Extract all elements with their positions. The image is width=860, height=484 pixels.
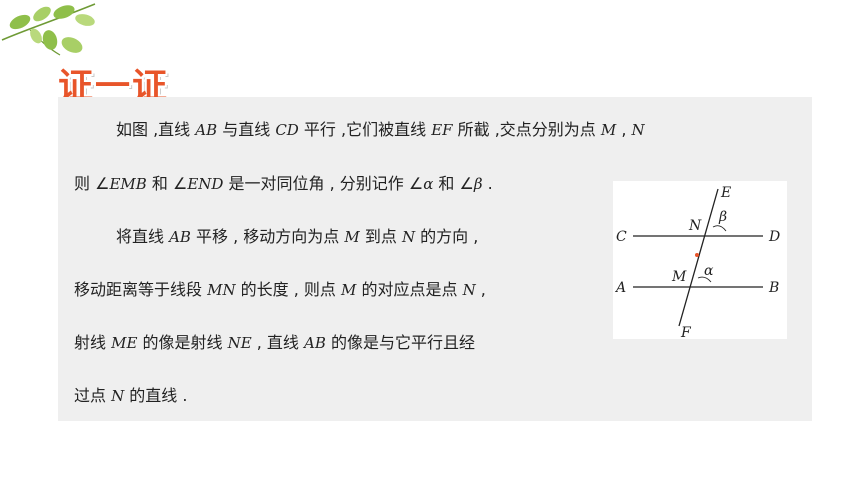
text-run: 是一对同位角 , 分别记作 ∠ <box>223 174 424 193</box>
math-symbol: CD <box>275 121 299 139</box>
text-run: 将直线 <box>116 227 170 246</box>
paragraph-line-6: 过点 N 的直线 . <box>74 386 187 406</box>
leaf-decoration-icon <box>1 3 96 56</box>
label-f: F <box>680 325 692 339</box>
label-e: E <box>720 185 731 201</box>
label-alpha: α <box>704 263 714 279</box>
math-symbol: AB <box>195 121 218 139</box>
text-run: 移动距离等于线段 <box>74 280 208 299</box>
math-symbol: EF <box>431 121 453 139</box>
text-run: 则 ∠ <box>74 174 110 193</box>
paragraph-line-4: 移动距离等于线段 MN 的长度 , 则点 M 的对应点是点 N , <box>74 280 486 300</box>
math-symbol: ME <box>111 334 138 352</box>
line-ef <box>678 188 719 327</box>
label-a: A <box>614 280 626 296</box>
text-run: 到点 <box>359 227 402 246</box>
math-symbol: M <box>344 228 360 246</box>
angle-beta-arc <box>712 225 727 232</box>
midpoint-dot <box>695 253 699 257</box>
label-d: D <box>768 229 780 245</box>
geometry-figure: C D A B E F N M β α <box>613 181 787 341</box>
text-run: 射线 <box>74 333 112 352</box>
text-run: , <box>475 280 486 299</box>
math-symbol: N <box>462 281 476 299</box>
math-symbol: NE <box>227 334 252 352</box>
paragraph-line-2: 则 ∠EMB 和 ∠END 是一对同位角 , 分别记作 ∠α 和 ∠β . <box>74 174 493 194</box>
label-m: M <box>671 269 687 285</box>
text-run: . <box>482 174 493 193</box>
text-run: 的像是与它平行且经 <box>325 333 475 352</box>
text-run: 平行 ,它们被直线 <box>298 120 432 139</box>
text-run: 的像是射线 <box>137 333 228 352</box>
text-run: , <box>616 120 632 139</box>
math-symbol: EMB <box>109 175 147 193</box>
text-run: 的长度 , 则点 <box>235 280 342 299</box>
text-run: 所截 ,交点分别为点 <box>452 120 601 139</box>
math-symbol: N <box>401 228 416 246</box>
math-symbol: α <box>423 175 434 193</box>
text-run: 平移 , 移动方向为点 <box>190 227 345 246</box>
math-symbol: AB <box>304 334 326 352</box>
paragraph-line-1: 如图 ,直线 AB 与直线 CD 平行 ,它们被直线 EF 所截 ,交点分别为点… <box>116 120 645 140</box>
text-run: 过点 <box>74 386 112 405</box>
label-n: N <box>688 218 702 234</box>
text-run: 和 ∠ <box>433 174 474 193</box>
text-run: , 直线 <box>251 333 305 352</box>
angle-alpha-arc <box>697 276 712 283</box>
text-run: 的直线 . <box>124 386 188 405</box>
paragraph-line-3: 将直线 AB 平移 , 移动方向为点 M 到点 N 的方向 , <box>116 227 478 247</box>
math-symbol: β <box>473 175 483 193</box>
paragraph-line-5: 射线 ME 的像是射线 NE , 直线 AB 的像是与它平行且经 <box>74 333 475 353</box>
label-c: C <box>616 229 627 245</box>
text-run: 如图 ,直线 <box>116 120 196 139</box>
text-run: 的对应点是点 <box>356 280 463 299</box>
math-symbol: END <box>187 175 224 193</box>
math-symbol: MN <box>207 281 236 299</box>
label-beta: β <box>718 209 727 225</box>
label-b: B <box>768 280 779 296</box>
parallel-lines-diagram: C D A B E F N M β α <box>614 185 780 341</box>
text-run: 的方向 , <box>415 227 479 246</box>
text-run: 与直线 <box>217 120 276 139</box>
math-symbol: N <box>631 121 645 139</box>
math-symbol: N <box>111 387 125 405</box>
text-run: 和 ∠ <box>146 174 188 193</box>
math-symbol: AB <box>169 228 191 246</box>
math-symbol: M <box>341 281 357 299</box>
math-symbol: M <box>600 121 617 139</box>
